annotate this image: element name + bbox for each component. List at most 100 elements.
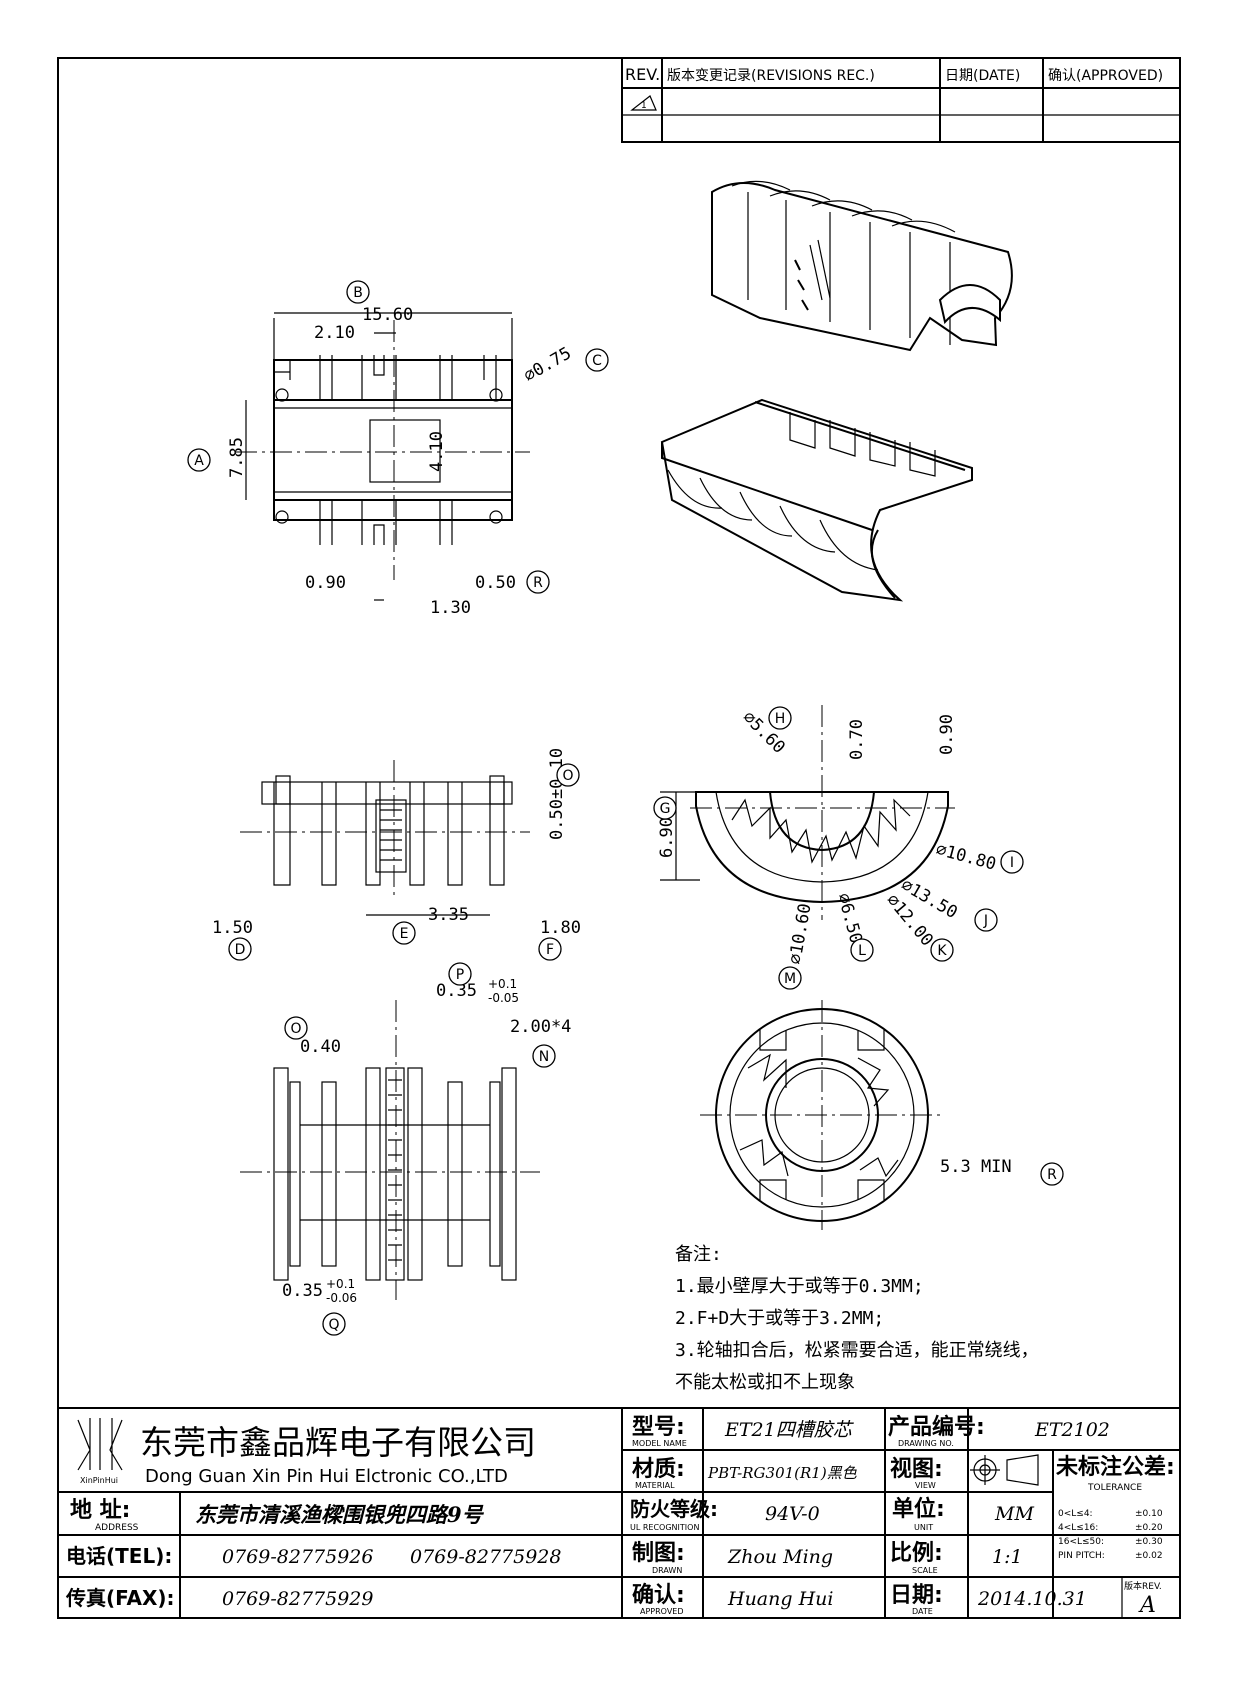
- projection-symbol-icon: [970, 1454, 1039, 1486]
- dim-5-3-min: 5.3 MIN: [940, 1157, 1012, 1177]
- dim-6-50: ⌀6.50: [833, 891, 866, 946]
- dim-2-00x4: 2.00*4: [510, 1017, 571, 1037]
- date-label-en: DATE: [912, 1607, 933, 1616]
- balloon-b: [346, 280, 370, 304]
- balloon-k-label: K: [937, 943, 947, 959]
- end-view: 5.3 MIN: [700, 1000, 1012, 1230]
- dim-15-60: 15.60: [362, 305, 413, 325]
- balloon-r-label: R: [1047, 1167, 1057, 1183]
- balloon-e: [392, 921, 416, 945]
- rev-header: REV.: [625, 65, 660, 84]
- section-view: 6.90 ⌀5.60 0.70 0.90 ⌀10.80 ⌀13.50 ⌀12.0…: [657, 705, 998, 966]
- model-label-en: MODEL NAME: [632, 1439, 687, 1448]
- notes-title: 备注:: [675, 1244, 722, 1265]
- balloon-j: [974, 908, 998, 932]
- logo-text: XinPinHui: [80, 1476, 118, 1485]
- tolerance-label: 未标注公差:: [1056, 1454, 1175, 1480]
- dim-2-10: 2.10: [314, 323, 355, 343]
- tolerance-label-en: TOLERANCE: [1087, 1483, 1142, 1493]
- balloon-n-label: N: [539, 1049, 549, 1065]
- balloon-o: [284, 1016, 308, 1040]
- dim-0-35-q-tol-up: +0.1: [326, 1277, 355, 1291]
- dim-7-85: 7.85: [227, 437, 247, 478]
- balloon-d-label: D: [235, 942, 246, 958]
- side-view: 1.50 3.35 1.80 0.50±0.10: [212, 748, 581, 938]
- ul-label-en: UL RECOGNITION: [630, 1523, 699, 1532]
- isometric-view-top: [711, 180, 1013, 352]
- dim-0-35-p-tol-up: +0.1: [488, 977, 517, 991]
- balloon-q: [322, 1312, 346, 1336]
- drawing-no-label-en: DRAWING NO.: [898, 1439, 954, 1448]
- balloon-o-side: [556, 763, 580, 787]
- balloon-f-label: F: [546, 942, 554, 958]
- tolerance-list: 0<L≤4: ±0.10 4<L≤16: ±0.20 16<L≤50: ±0.3…: [1058, 1509, 1163, 1561]
- ul-label: 防火等级:: [630, 1497, 718, 1521]
- approved-value: Huang Hui: [727, 1588, 833, 1610]
- rev-triangle-icon: [630, 95, 657, 111]
- tol-value-2: ±0.30: [1135, 1537, 1163, 1547]
- dim-0-90-sec: 0.90: [937, 714, 957, 755]
- balloon-b-label: B: [353, 285, 363, 301]
- drawn-label-en: DRAWN: [652, 1566, 682, 1575]
- address-value: 东莞市清溪渔樑围银兜四路9号: [195, 1502, 485, 1527]
- tel-2: 0769-82775928: [410, 1546, 561, 1568]
- balloon-k: [930, 938, 954, 962]
- approved-label: 确认:: [632, 1582, 685, 1608]
- tol-range-3: PIN PITCH:: [1058, 1551, 1105, 1561]
- company-name-en: Dong Guan Xin Pin Hui Elctronic CO.,LTD: [145, 1466, 508, 1487]
- balloon-h: [768, 706, 792, 730]
- balloon-c: [585, 348, 609, 372]
- material-label-en: MATERIAL: [635, 1481, 675, 1490]
- dim-1-30: 1.30: [430, 598, 471, 618]
- tol-value-3: ±0.02: [1135, 1551, 1163, 1561]
- balloon-a-label: A: [194, 453, 204, 469]
- balloon-p-label: P: [456, 967, 464, 983]
- drawing-no-value: ET2102: [1034, 1419, 1110, 1441]
- tol-value-0: ±0.10: [1135, 1509, 1163, 1519]
- notes: 备注: 1.最小壁厚大于或等于0.3MM; 2.F+D大于或等于3.2MM; 3…: [675, 1244, 1039, 1393]
- date-label: 日期:: [890, 1583, 943, 1608]
- unit-value: MM: [994, 1503, 1034, 1525]
- drawing-no-label: 产品编号:: [888, 1414, 985, 1440]
- material-value: PBT-RG301(R1)黑色: [707, 1464, 858, 1482]
- company-logo-icon: XinPinHui: [77, 1418, 123, 1485]
- revision-table: REV. 版本变更记录(REVISIONS REC.) 日期(DATE) 确认(…: [621, 57, 1181, 143]
- note-1: 1.最小壁厚大于或等于0.3MM;: [675, 1276, 924, 1297]
- balloon-g: [653, 796, 677, 820]
- title-block: XinPinHui 东莞市鑫品辉电子有限公司 Dong Guan Xin Pin…: [57, 1407, 1181, 1619]
- dim-0-35-q-tol-dn: -0.06: [326, 1291, 357, 1305]
- balloon-n: [532, 1044, 556, 1068]
- dim-0-40: 0.40: [300, 1037, 341, 1057]
- dim-10-60: ⌀10.60: [785, 902, 815, 966]
- company-name-cn: 东莞市鑫品辉电子有限公司: [140, 1423, 536, 1462]
- balloon-c-label: C: [592, 353, 602, 369]
- balloon-h-label: H: [775, 711, 786, 727]
- dim-4-10: 4.10: [427, 431, 447, 472]
- drawn-label: 制图:: [632, 1541, 685, 1566]
- balloon-m: [778, 966, 802, 990]
- balloon-m-label: M: [784, 971, 796, 987]
- note-4: 不能太松或扣不上现象: [675, 1372, 855, 1393]
- balloons: B C A R O D E F H G I J K L M P O N Q R: [187, 280, 1064, 1336]
- top-view: 15.60 2.10 ⌀0.75 7.85 4.10 0.90 0.50 1.3…: [227, 305, 575, 618]
- address-label-en: ADDRESS: [95, 1523, 139, 1533]
- note-3: 3.轮轴扣合后，松紧需要合适，能正常绕线，: [675, 1340, 1039, 1361]
- scale-label: 比例:: [890, 1541, 943, 1566]
- balloon-r-top-label: R: [533, 575, 543, 591]
- tol-range-1: 4<L≤16:: [1058, 1523, 1098, 1533]
- dim-1-50: 1.50: [212, 918, 253, 938]
- balloon-l-label: L: [858, 943, 866, 959]
- drawn-value: Zhou Ming: [727, 1546, 833, 1568]
- tol-range-0: 0<L≤4:: [1058, 1509, 1093, 1519]
- balloon-g-label: G: [660, 801, 671, 817]
- approved-header: 确认(APPROVED): [1048, 68, 1163, 84]
- balloon-r: [1040, 1162, 1064, 1186]
- rev-label: 版本REV.: [1124, 1580, 1162, 1592]
- dim-1-80: 1.80: [540, 918, 581, 938]
- rev-symbol: 1: [641, 101, 647, 111]
- unit-label: 单位:: [892, 1496, 945, 1522]
- view-label-en: VIEW: [915, 1481, 936, 1490]
- balloon-q-label: Q: [328, 1317, 339, 1333]
- balloon-f: [538, 937, 562, 961]
